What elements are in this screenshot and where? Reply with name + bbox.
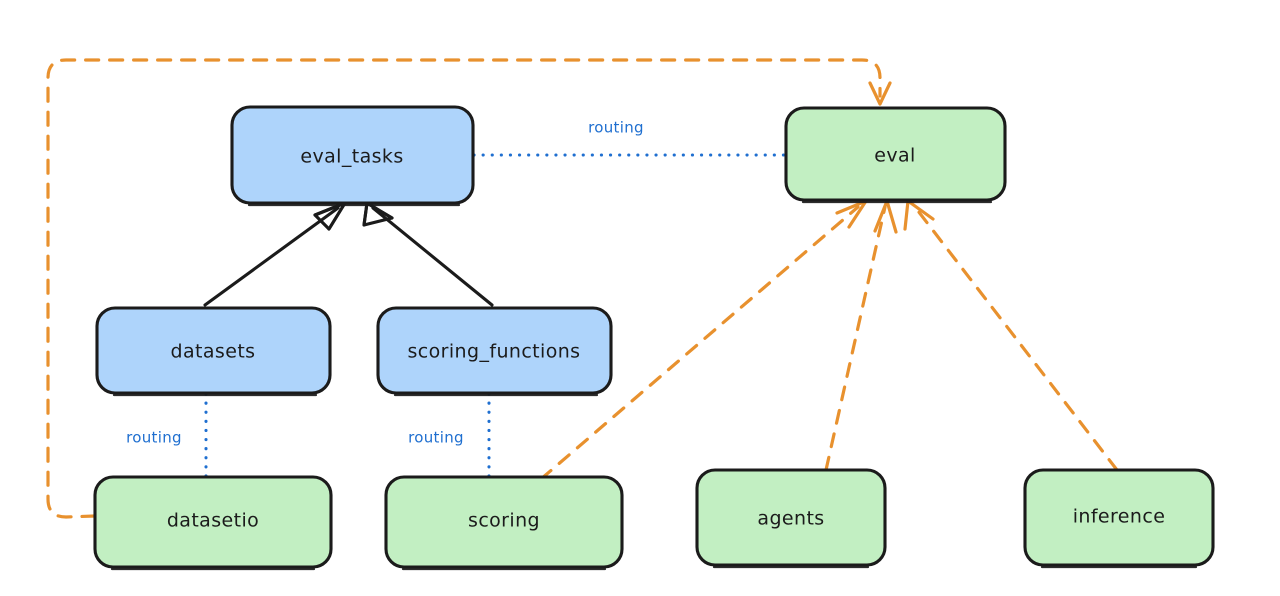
- edge-agents-to-eval-arrowhead: [873, 199, 898, 234]
- edge-scoringfn-to-eval-tasks-arrowfill: [362, 201, 394, 227]
- node-datasets-label: datasets: [171, 341, 256, 363]
- node-inference-shape[interactable]: [1023, 468, 1215, 567]
- node-eval[interactable]: eval: [784, 106, 1007, 204]
- edge-scoringfn-to-eval-tasks: [362, 201, 494, 307]
- node-layer: eval_tasks eval datasets scoring_functio…: [93, 105, 1215, 571]
- node-scoring-label: scoring: [468, 510, 540, 532]
- node-eval-tasks-shape[interactable]: [230, 105, 475, 205]
- edge-layer: [46, 58, 1119, 519]
- node-datasetio-label: datasetio: [167, 510, 259, 532]
- edge-inference-to-eval-path: [913, 205, 1119, 472]
- edge-datasetio-to-eval-path: [46, 58, 882, 519]
- edge-datasets-to-eval-tasks-path: [203, 206, 340, 307]
- edge-label-routing-eval: routing: [588, 119, 644, 137]
- edge-label-layer: routing routing routing: [126, 119, 644, 447]
- edge-agents-to-eval: [824, 199, 898, 472]
- node-agents[interactable]: agents: [695, 468, 887, 569]
- node-datasets[interactable]: datasets: [95, 306, 332, 397]
- edge-datasets-to-eval-tasks: [203, 201, 347, 307]
- node-datasetio-shape[interactable]: [93, 475, 333, 569]
- node-eval-tasks-label: eval_tasks: [300, 146, 403, 168]
- node-inference[interactable]: inference: [1023, 468, 1215, 569]
- node-scoring-functions[interactable]: scoring_functions: [376, 306, 613, 397]
- node-datasetio[interactable]: datasetio: [93, 475, 333, 571]
- node-scoring-functions-shape[interactable]: [376, 306, 613, 395]
- node-agents-shape[interactable]: [695, 468, 887, 567]
- edge-label-routing-datasetio: routing: [126, 429, 182, 447]
- edge-label-routing-scoring: routing: [408, 429, 464, 447]
- node-inference-label: inference: [1073, 506, 1166, 528]
- edge-scoring-to-eval-path: [539, 205, 860, 481]
- node-scoring[interactable]: scoring: [384, 475, 624, 571]
- node-eval-tasks[interactable]: eval_tasks: [230, 105, 475, 207]
- node-datasets-shape[interactable]: [95, 306, 332, 395]
- edge-datasetio-to-eval: [46, 58, 892, 519]
- edge-scoringfn-to-eval-tasks-path: [371, 206, 494, 307]
- node-agents-label: agents: [757, 508, 824, 530]
- edge-datasetio-to-eval-arrowhead: [868, 81, 892, 106]
- node-scoring-shape[interactable]: [384, 475, 624, 569]
- edge-inference-to-eval: [903, 199, 1119, 472]
- edge-agents-to-eval-path: [824, 205, 887, 472]
- node-eval-shape[interactable]: [784, 106, 1007, 202]
- edge-datasets-to-eval-tasks-arrowfill: [313, 201, 347, 231]
- edge-inference-to-eval-arrowhead: [903, 199, 935, 231]
- node-eval-label: eval: [874, 145, 915, 167]
- node-scoring-functions-label: scoring_functions: [408, 341, 581, 363]
